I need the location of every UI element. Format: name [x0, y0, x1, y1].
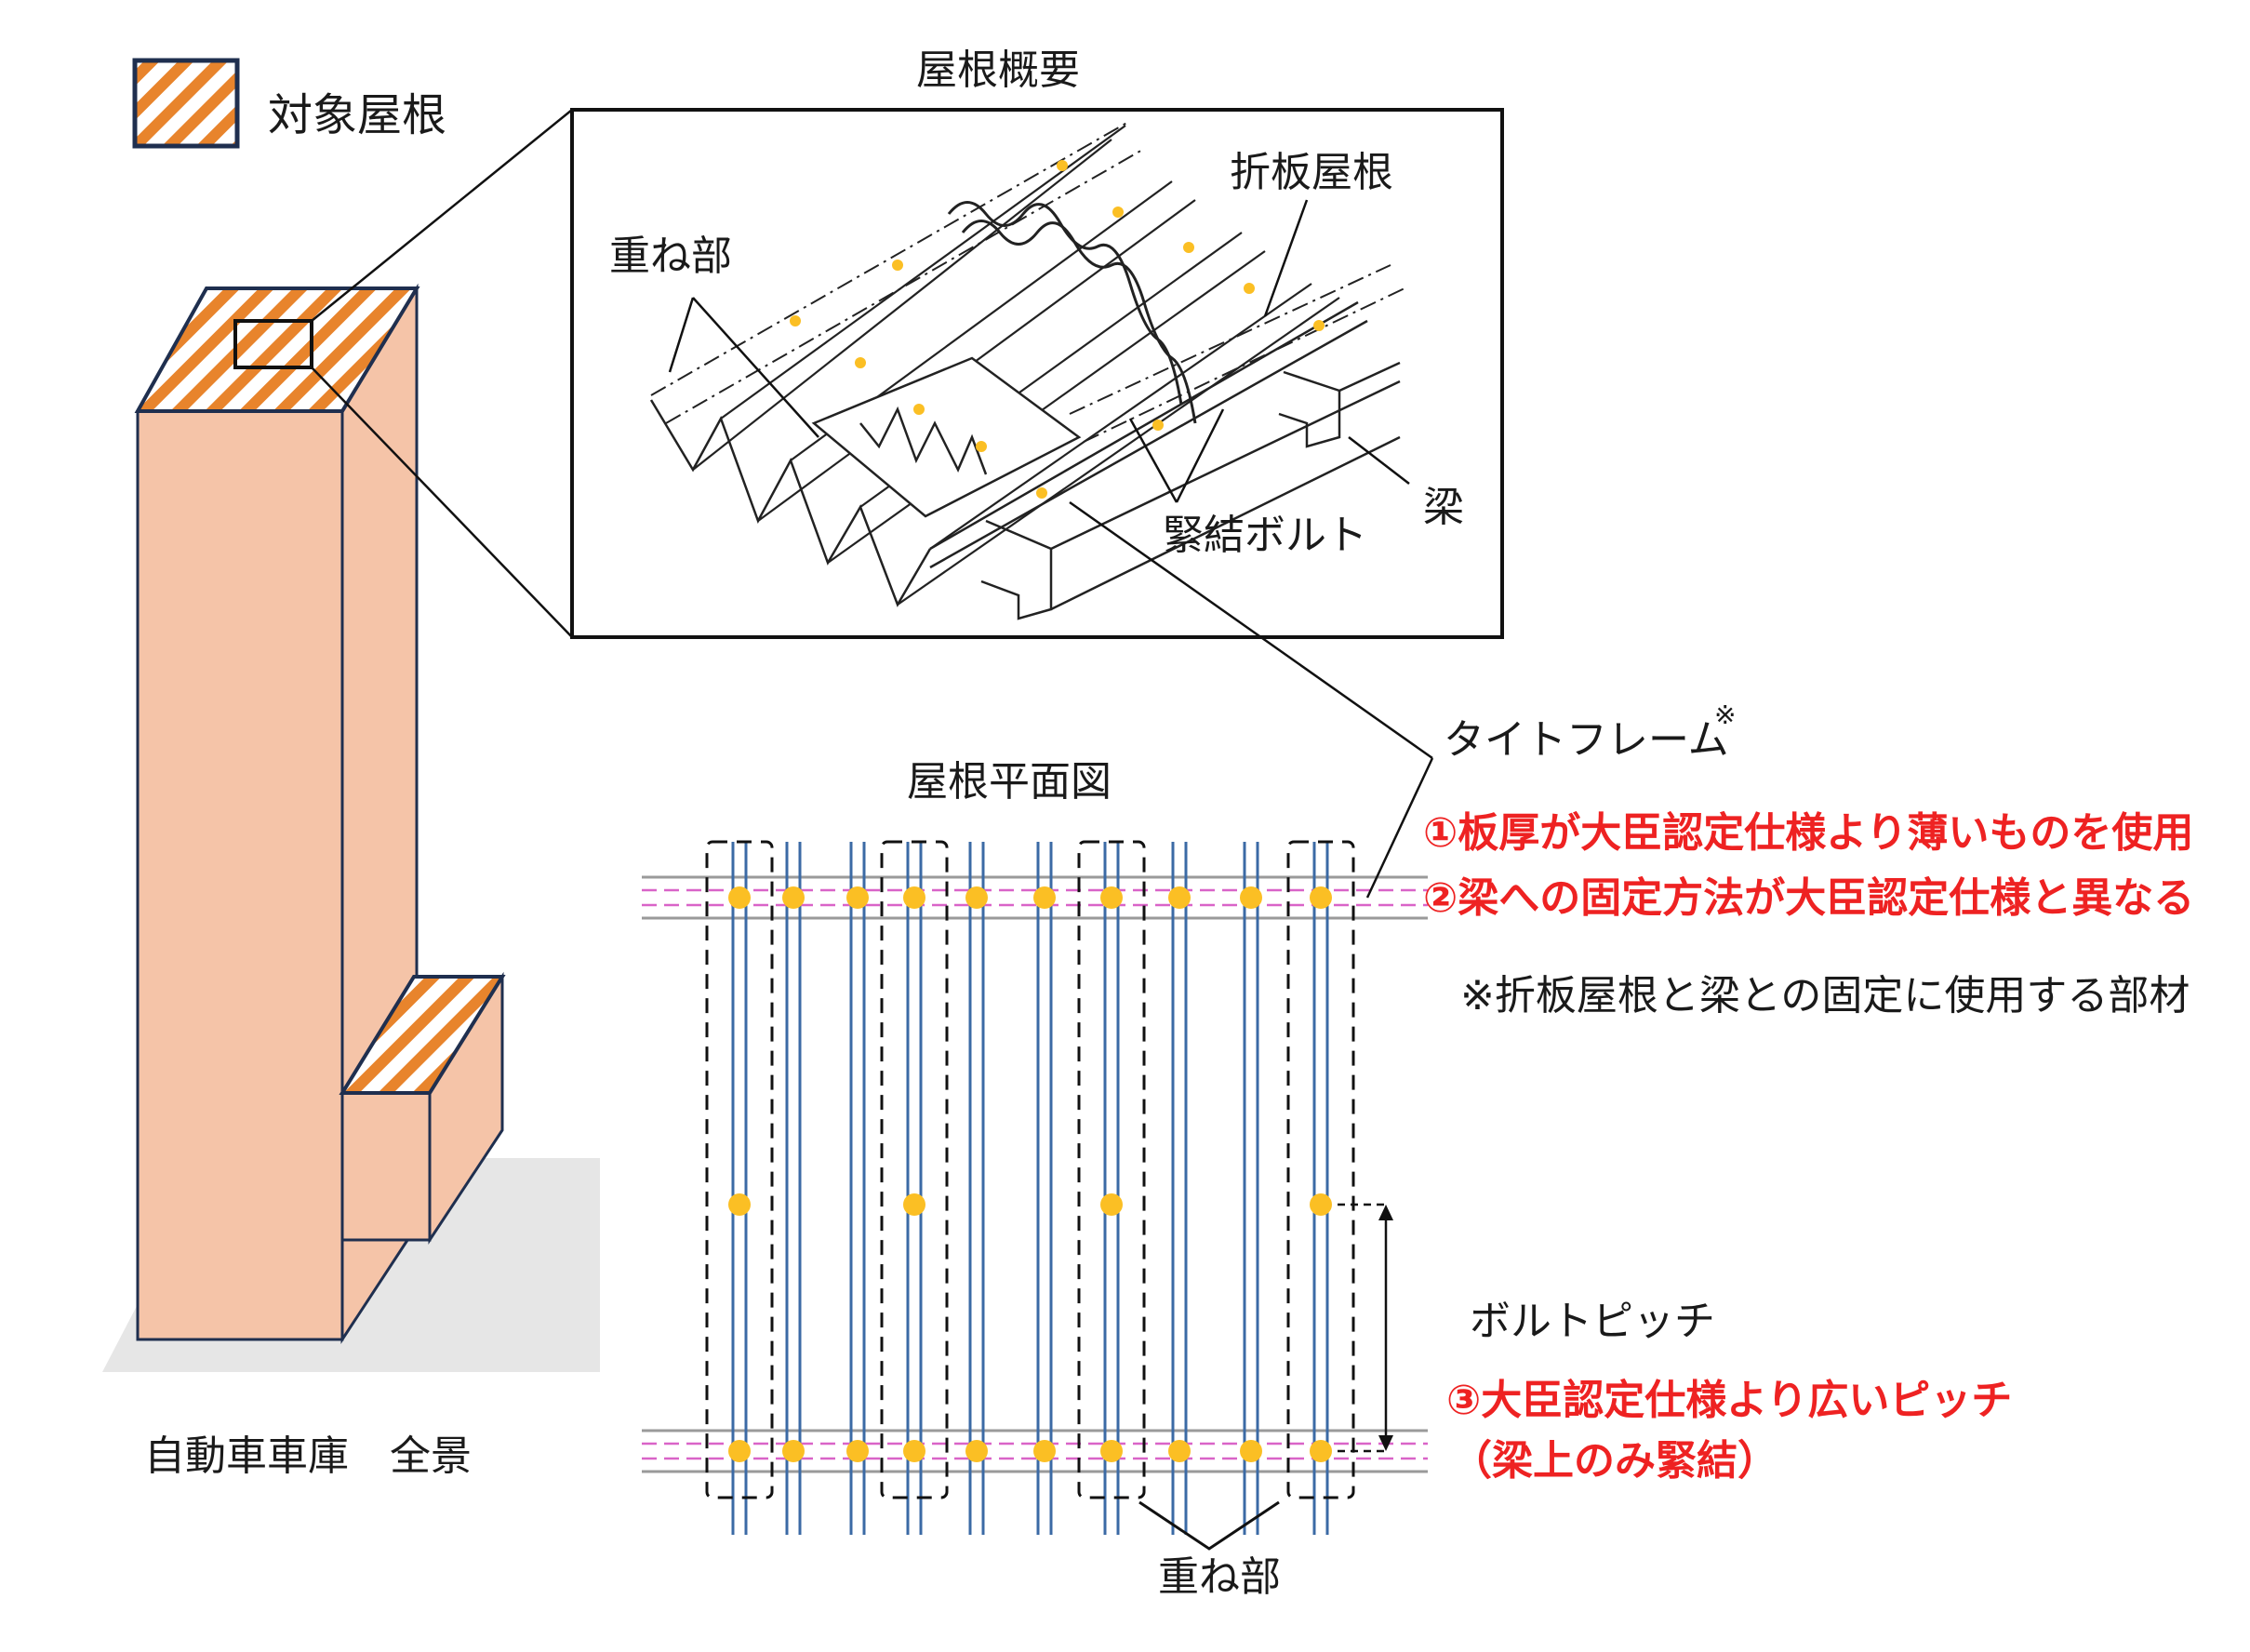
bolt-pitch-dimension — [1338, 1203, 1393, 1453]
overlap-zone-box — [1077, 840, 1146, 1499]
plan-beams — [642, 875, 1428, 1473]
garage-building: 自動車車庫 全景 — [102, 283, 600, 1480]
tight-frame-leader — [1365, 757, 1434, 899]
overlap-bracket — [1138, 1500, 1280, 1551]
zoom-connectors — [311, 109, 573, 638]
tower-roof — [134, 286, 420, 413]
bolt-dot — [1310, 886, 1332, 909]
bolt-dot — [782, 1440, 805, 1462]
sketch-bolts — [790, 160, 1325, 499]
tight-frame-label: タイトフレーム — [1444, 716, 1729, 764]
bolt-dot — [1100, 886, 1123, 909]
annotations: タイトフレーム ※ ①板厚が大臣認定仕様より薄いものを使用 ②梁への固定方法が大… — [1423, 699, 2194, 1485]
label-beam: 梁 — [1423, 484, 1464, 531]
roof-plan-title: 屋根平面図 — [907, 758, 1112, 806]
bolt-dot — [1240, 886, 1262, 909]
bolt-dot — [1033, 886, 1056, 909]
bolt-dot — [782, 886, 805, 909]
overlap-zone-box — [880, 840, 949, 1499]
label-bolt: 緊結ボルト — [1163, 512, 1367, 559]
legend: 対象屋根 — [132, 58, 446, 149]
plan-bolts — [728, 886, 1332, 1462]
roof-overview-panel: 屋根概要 — [570, 47, 1504, 639]
issue-1: ①板厚が大臣認定仕様より薄いものを使用 — [1423, 809, 2193, 857]
bolt-dot — [903, 1193, 925, 1216]
issue-3: ③大臣認定仕様より広いピッチ — [1446, 1377, 2012, 1424]
bolt-dot — [965, 886, 988, 909]
roof-plan: 屋根平面図 重ね部 — [642, 757, 1434, 1601]
tight-frame-connector — [1069, 500, 1433, 760]
label-overlap-bottom: 重ね部 — [1158, 1553, 1281, 1601]
bolt-dot — [728, 1193, 751, 1216]
bolt-dot — [1033, 1440, 1056, 1462]
tower-front — [136, 409, 344, 1341]
bolt-dot — [1100, 1193, 1123, 1216]
bolt-dot — [903, 886, 925, 909]
annex-roof — [339, 975, 506, 1095]
bolt-dot — [1310, 1440, 1332, 1462]
building-caption: 自動車車庫 全景 — [144, 1432, 472, 1480]
folded-plate-sketch — [649, 120, 1405, 620]
overlap-zone-box — [705, 840, 774, 1499]
bolt-dot — [846, 886, 869, 909]
label-overlap-top: 重ね部 — [609, 233, 732, 280]
bolt-dot — [1240, 1440, 1262, 1462]
annex-front — [340, 1091, 432, 1242]
issue-3-sub: （梁上のみ緊結） — [1451, 1437, 1778, 1485]
bolt-dot — [1100, 1440, 1123, 1462]
sketch-leaders — [668, 199, 1410, 503]
roof-overview-title: 屋根概要 — [916, 47, 1080, 94]
plan-overlap-boxes — [705, 840, 1355, 1499]
bolt-dot — [728, 886, 751, 909]
bolt-dot — [1310, 1193, 1332, 1216]
bolt-dot — [1168, 886, 1191, 909]
issue-2: ②梁への固定方法が大臣認定仕様と異なる — [1423, 874, 2194, 922]
plan-purlins — [731, 842, 1329, 1535]
tight-frame-mark: ※ — [1714, 699, 1736, 730]
bolt-dot — [1168, 1440, 1191, 1462]
bolt-dot — [728, 1440, 751, 1462]
bolt-dot — [846, 1440, 869, 1462]
tight-frame-note: ※折板屋根と梁との固定に使用する部材 — [1460, 972, 2190, 1019]
bolt-pitch-label: ボルトピッチ — [1470, 1298, 1715, 1345]
bolt-dot — [965, 1440, 988, 1462]
legend-label: 対象屋根 — [268, 89, 446, 141]
legend-hatch-swatch — [132, 58, 240, 149]
label-folded-roof: 折板屋根 — [1230, 149, 1393, 196]
zoom-box — [233, 319, 313, 369]
overlap-zone-box — [1286, 840, 1355, 1499]
bolt-dot — [903, 1440, 925, 1462]
